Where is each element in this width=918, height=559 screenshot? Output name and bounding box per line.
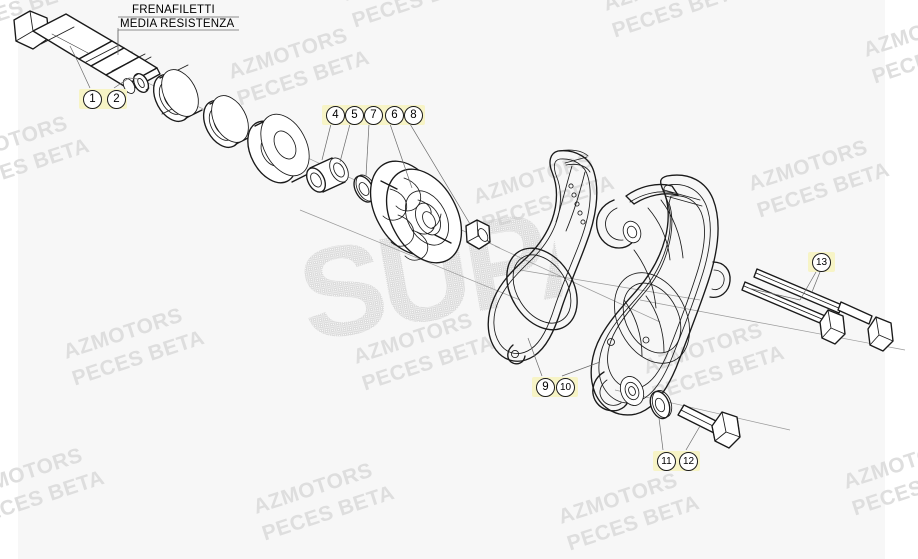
callout-13[interactable]: 13: [812, 253, 831, 272]
pump-gasket-part-9-10: [487, 149, 598, 365]
callout-8[interactable]: 8: [404, 106, 423, 125]
callout-9[interactable]: 9: [536, 378, 555, 397]
callout-7[interactable]: 7: [364, 106, 383, 125]
ball-bearing-b: [202, 95, 253, 148]
note-line-2: MEDIA RESISTENZA: [120, 18, 235, 30]
note-underlines: [117, 16, 239, 55]
callout-6[interactable]: 6: [385, 106, 404, 125]
shaft-washer-part-2: [132, 72, 150, 94]
callout-5[interactable]: 5: [345, 106, 364, 125]
callout-10[interactable]: 10: [556, 378, 575, 397]
long-bolt-part-13-b: [753, 268, 894, 352]
callout-1[interactable]: 1: [83, 90, 102, 109]
long-bolt-part-13-a: [741, 281, 846, 345]
flange-bolt-part-12: [677, 404, 741, 449]
ball-bearing-a: [152, 64, 203, 122]
washer-part-11: [649, 390, 673, 420]
water-pump-cover: [590, 174, 731, 416]
callout-11[interactable]: 11: [657, 452, 676, 471]
pump-shaft-part-1: [13, 10, 161, 94]
impeller-part-6: [369, 160, 463, 264]
hex-nut-part-8: [465, 219, 491, 250]
callout-2[interactable]: 2: [107, 90, 126, 109]
callout-4[interactable]: 4: [326, 106, 345, 125]
seal-ring-part-3: [247, 113, 313, 184]
collar-sleeve-part-4-5: [305, 157, 349, 193]
note-line-1: FRENAFILETTI: [132, 4, 215, 16]
callout-12[interactable]: 12: [679, 452, 698, 471]
